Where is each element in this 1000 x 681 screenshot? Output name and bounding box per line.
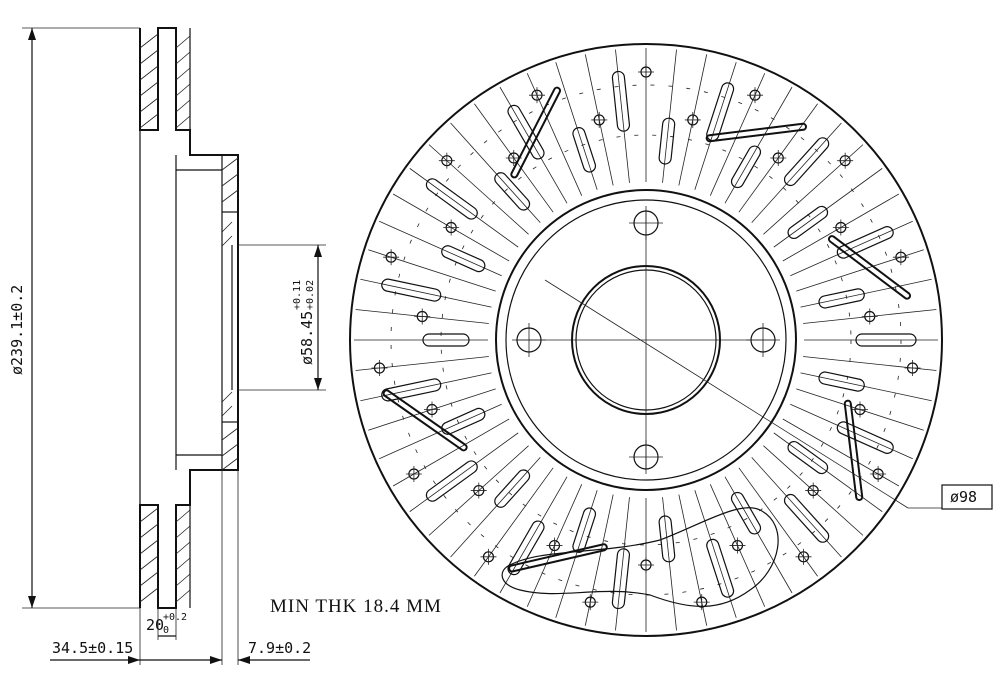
vane-line	[450, 122, 541, 223]
hat-outer-edge	[495, 189, 797, 491]
vent-slot	[507, 104, 545, 160]
vent-slot	[425, 178, 478, 220]
cross-slot	[510, 86, 562, 179]
bolt-circle-label: ø98	[950, 488, 977, 506]
vent-slot	[381, 278, 442, 302]
vent-slot	[494, 172, 531, 211]
vane-line	[800, 372, 932, 402]
vane-line	[450, 457, 541, 558]
gap-tol-upper: +0.2	[163, 612, 187, 623]
vane-line	[615, 497, 630, 631]
gap-label: 20	[146, 616, 164, 634]
vane-line	[392, 418, 510, 487]
outer-diameter-label: ø239.1±0.2	[8, 285, 26, 375]
vane-line	[709, 73, 766, 196]
vane-line	[368, 249, 496, 292]
cross-slot	[843, 399, 864, 501]
ring-mark	[390, 84, 902, 596]
vane-line	[662, 497, 677, 631]
vane-line	[738, 467, 818, 577]
vent-slot	[425, 460, 478, 502]
vane-line	[428, 144, 529, 235]
vane-line	[763, 144, 864, 235]
bore-tol-upper: +0.11	[292, 280, 303, 310]
vane-line	[555, 490, 598, 618]
vane-line	[773, 168, 883, 248]
cross-slot	[827, 235, 912, 300]
vent-slot	[730, 491, 762, 535]
vane-line	[662, 49, 677, 183]
disc-front-view	[349, 43, 943, 637]
vane-line	[526, 73, 583, 196]
vent-slot	[441, 245, 486, 273]
vent-slot	[818, 288, 865, 309]
vane-line	[379, 220, 502, 277]
vane-line	[724, 476, 793, 594]
vane-line	[782, 418, 900, 487]
vent-slot	[706, 538, 735, 598]
vent-slot	[422, 333, 470, 347]
casting-mark-outline	[501, 507, 779, 607]
ring-mark	[440, 134, 852, 546]
vane-line	[803, 356, 937, 371]
min-thickness-note: MIN THK 18.4 MM	[270, 596, 442, 617]
vane-line	[379, 403, 502, 460]
vent-slot	[855, 333, 917, 347]
vane-line	[474, 467, 554, 577]
rotor-outer-edge	[349, 43, 943, 637]
vent-slot	[836, 226, 894, 259]
cross-slot	[508, 543, 608, 573]
vane-line	[800, 278, 932, 308]
vent-slot	[441, 407, 486, 435]
vent-slot	[818, 371, 865, 392]
bore-diameter-label: ø58.45	[298, 311, 316, 365]
cross-slot	[705, 122, 807, 143]
vane-line	[615, 49, 630, 183]
offset-label: 34.5±0.15	[52, 639, 133, 657]
vent-slot	[783, 493, 830, 543]
vent-slot	[787, 440, 829, 475]
vane-line	[773, 432, 883, 512]
vent-slot	[730, 145, 762, 189]
vane-line	[796, 249, 924, 292]
bolt-circle-callout: ø98	[544, 279, 993, 510]
vent-slot	[494, 469, 531, 508]
vent-slot	[783, 137, 830, 187]
vent-slot	[381, 378, 442, 402]
vent-slot	[658, 117, 676, 165]
vent-slot	[611, 70, 631, 132]
disc-section-view	[22, 27, 326, 665]
bore-tol-lower: +0.02	[305, 280, 316, 310]
vent-slot	[611, 548, 631, 610]
vent-slot	[787, 205, 829, 240]
vane-line	[355, 356, 489, 371]
vane-line	[555, 62, 598, 190]
hat-thickness-label: 7.9±0.2	[248, 639, 311, 657]
vent-slot	[572, 127, 597, 173]
hat-inner-edge	[505, 199, 787, 481]
vent-slot	[836, 421, 894, 454]
cross-slot	[382, 389, 468, 452]
vent-slot	[507, 520, 545, 576]
vane-line	[724, 86, 793, 204]
gap-tol-lower: 0	[163, 625, 169, 636]
